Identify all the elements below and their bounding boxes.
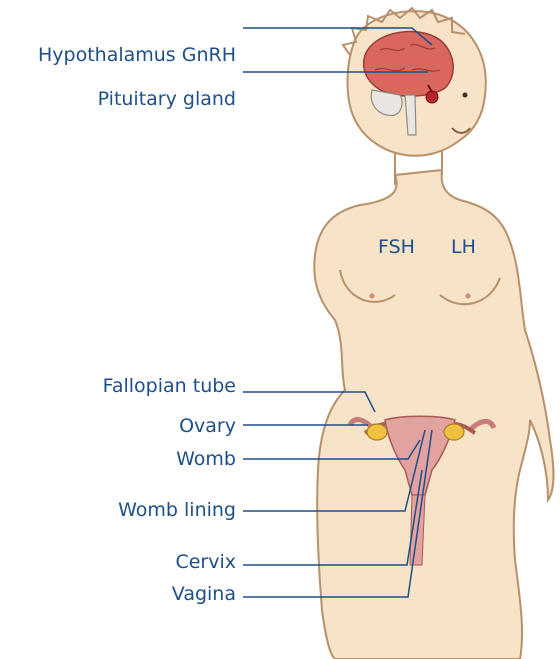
nipple-left bbox=[370, 294, 375, 299]
pituitary-gland-shape bbox=[426, 91, 438, 103]
ovary-right bbox=[444, 424, 464, 440]
eye bbox=[463, 93, 468, 98]
ovary-left bbox=[367, 424, 387, 440]
nipple-right bbox=[466, 294, 471, 299]
label-cervix: Cervix bbox=[0, 551, 236, 573]
label-fallopian-tube: Fallopian tube bbox=[0, 375, 236, 397]
label-pituitary-gland: Pituitary gland bbox=[0, 88, 236, 110]
label-vagina: Vagina bbox=[0, 583, 236, 605]
label-womb: Womb bbox=[0, 448, 236, 470]
label-fsh: FSH bbox=[378, 236, 415, 258]
label-lh: LH bbox=[451, 236, 476, 258]
brain bbox=[364, 32, 454, 97]
label-ovary: Ovary bbox=[0, 415, 236, 437]
label-hypothalamus: Hypothalamus GnRH bbox=[0, 44, 236, 66]
body-silhouette bbox=[314, 170, 553, 659]
label-womb-lining: Womb lining bbox=[0, 499, 236, 521]
